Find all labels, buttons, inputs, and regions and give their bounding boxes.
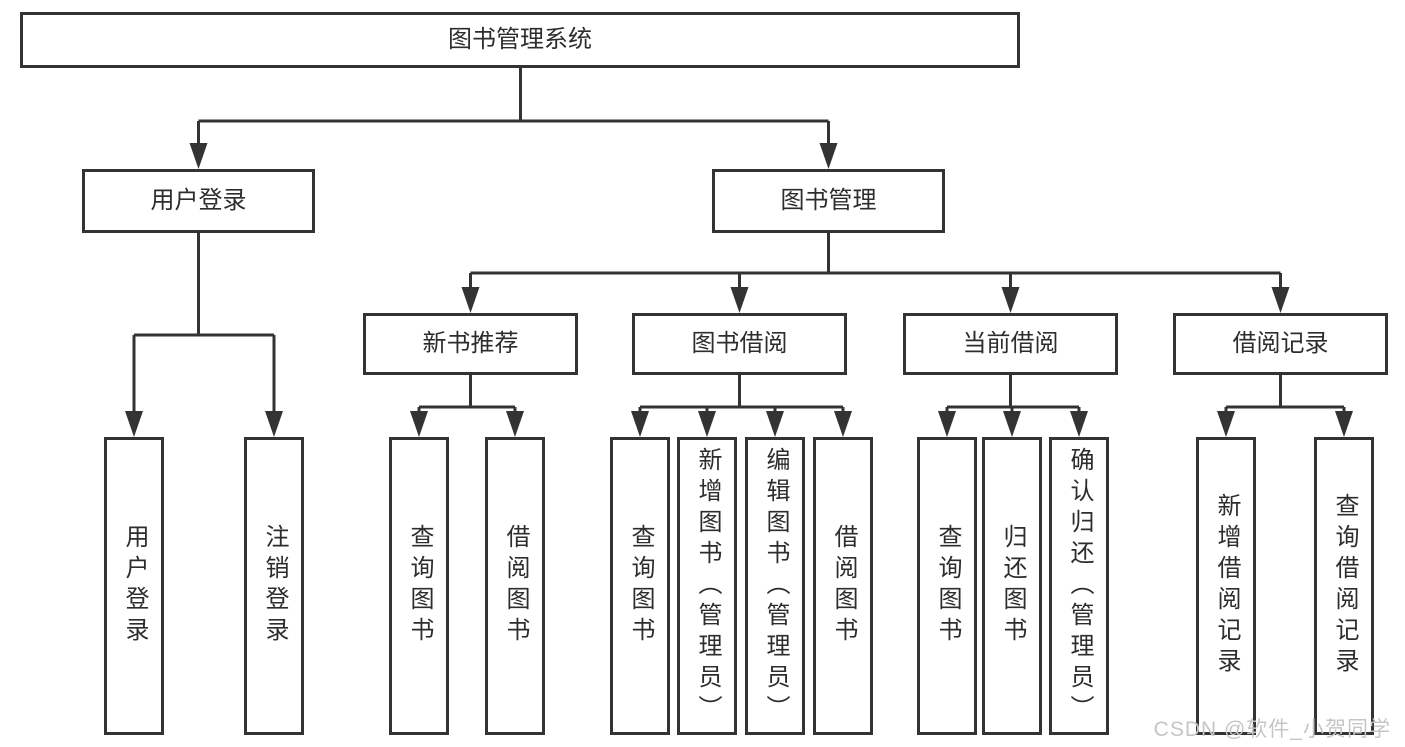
- csdn-watermark: CSDN @软件_小贺同学: [1153, 718, 1391, 741]
- node-borrow-records: 借阅记录: [1173, 313, 1388, 375]
- connector-current-borrow: [945, 375, 1081, 415]
- leaf-query-books-current-label: 查询图书: [934, 524, 961, 648]
- leaf-add-books-admin: 新增图书（管理员）: [677, 437, 737, 735]
- node-root-label: 图书管理系统: [448, 26, 592, 53]
- connector-user-login: [132, 233, 276, 415]
- leaf-confirm-return-admin-label: 确认归还（管理员）: [1066, 446, 1093, 726]
- connector-book-borrow: [638, 375, 845, 415]
- leaf-query-borrow-record-label: 查询借阅记录: [1331, 493, 1358, 679]
- node-current-borrowing-label: 当前借阅: [962, 330, 1059, 357]
- node-book-borrowing: 图书借阅: [632, 313, 847, 375]
- leaf-return-books: 归还图书: [982, 437, 1042, 735]
- connector-borrow-records: [1224, 375, 1346, 415]
- connector-new-books: [417, 375, 517, 415]
- node-book-management-label: 图书管理: [780, 187, 877, 214]
- connector-book-mgmt: [469, 233, 1282, 291]
- node-new-book-recommend: 新书推荐: [363, 313, 578, 375]
- leaf-logout: 注销登录: [244, 437, 304, 735]
- leaf-query-books-recommend-label: 查询图书: [406, 524, 433, 648]
- connector-root: [197, 68, 830, 147]
- leaf-query-books-borrow-label: 查询图书: [627, 524, 654, 648]
- leaf-query-books-current: 查询图书: [917, 437, 977, 735]
- leaf-user-login-label: 用户登录: [121, 524, 148, 648]
- node-book-borrowing-label: 图书借阅: [691, 330, 788, 357]
- leaf-query-books-recommend: 查询图书: [389, 437, 449, 735]
- leaf-add-books-admin-label: 新增图书（管理员）: [694, 446, 721, 726]
- leaf-confirm-return-admin: 确认归还（管理员）: [1049, 437, 1109, 735]
- leaf-edit-books-admin-label: 编辑图书（管理员）: [762, 446, 789, 726]
- leaf-borrow-books: 借阅图书: [813, 437, 873, 735]
- node-user-login: 用户登录: [82, 169, 315, 233]
- node-user-login-label: 用户登录: [150, 187, 247, 214]
- leaf-return-books-label: 归还图书: [999, 524, 1026, 648]
- node-book-management: 图书管理: [712, 169, 945, 233]
- leaf-edit-books-admin: 编辑图书（管理员）: [745, 437, 805, 735]
- leaf-borrow-books-label: 借阅图书: [830, 524, 857, 648]
- node-new-book-recommend-label: 新书推荐: [422, 330, 519, 357]
- node-borrow-records-label: 借阅记录: [1232, 330, 1329, 357]
- leaf-query-borrow-record: 查询借阅记录: [1314, 437, 1374, 735]
- leaf-add-borrow-record-label: 新增借阅记录: [1213, 493, 1240, 679]
- leaf-logout-label: 注销登录: [261, 524, 288, 648]
- leaf-query-books-borrow: 查询图书: [610, 437, 670, 735]
- leaf-borrow-books-recommend-label: 借阅图书: [502, 524, 529, 648]
- leaf-user-login: 用户登录: [104, 437, 164, 735]
- leaf-add-borrow-record: 新增借阅记录: [1196, 437, 1256, 735]
- node-root: 图书管理系统: [20, 12, 1020, 68]
- node-current-borrowing: 当前借阅: [903, 313, 1118, 375]
- arrowheads: [125, 143, 1353, 437]
- leaf-borrow-books-recommend: 借阅图书: [485, 437, 545, 735]
